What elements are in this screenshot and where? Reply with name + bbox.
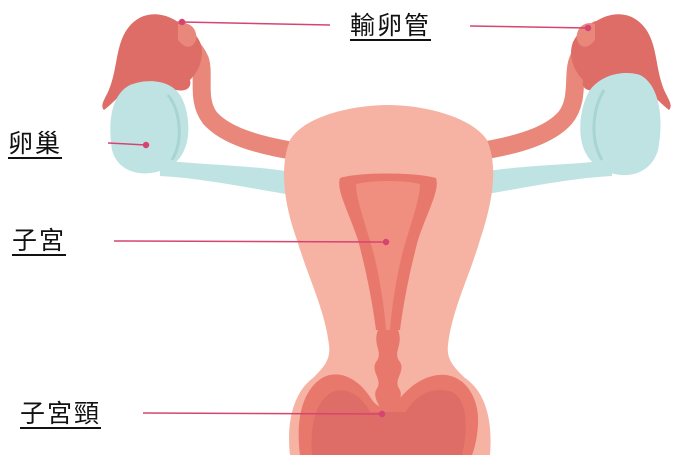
label-cervix: 子宮頸 [20, 401, 101, 426]
leader-line-cervix [143, 413, 382, 414]
right-ovarian-ligament [482, 160, 612, 195]
left-ovary [110, 81, 188, 173]
label-uterus: 子宮 [12, 228, 66, 253]
label-fallopian-tube: 輸卵管 [350, 13, 431, 38]
left-ovarian-ligament [160, 160, 292, 195]
leader-line-fallopian-tube-left [182, 22, 330, 25]
leader-line-uterus [114, 241, 386, 242]
leader-line-fallopian-tube-right [470, 26, 588, 28]
right-ovary [580, 73, 660, 175]
label-ovary: 卵巢 [8, 131, 62, 156]
